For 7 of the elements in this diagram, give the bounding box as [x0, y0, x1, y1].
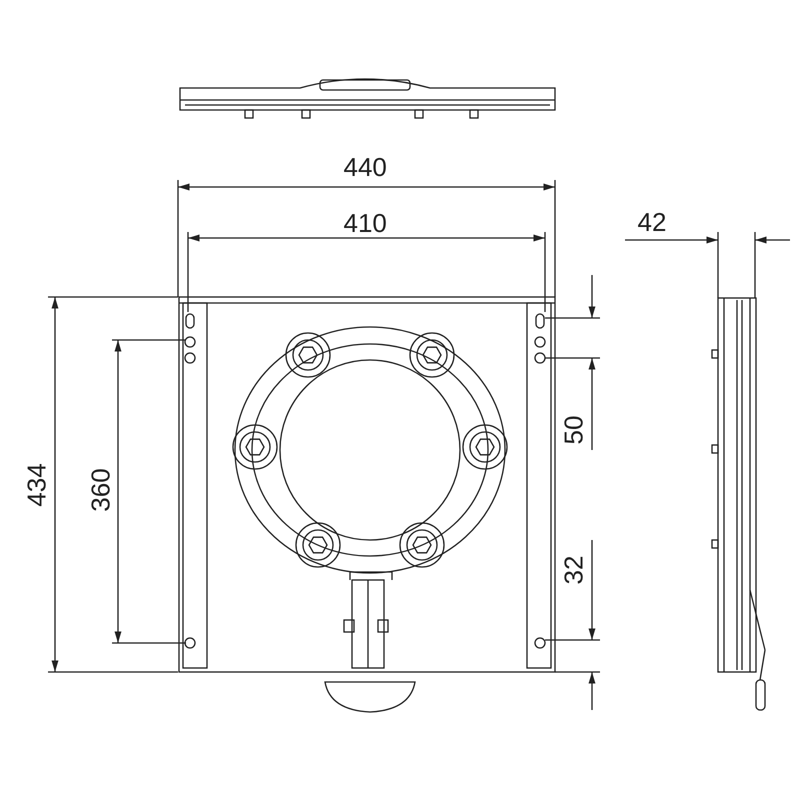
dimension-label: 440	[344, 154, 387, 180]
dimension-label: 434	[23, 463, 50, 507]
dimension-label: 360	[87, 468, 114, 512]
dimension-label: 32	[560, 556, 586, 584]
dimension-label: 50	[560, 416, 586, 444]
dimension-label: 410	[344, 210, 387, 236]
dimension-label: 42	[638, 209, 666, 235]
